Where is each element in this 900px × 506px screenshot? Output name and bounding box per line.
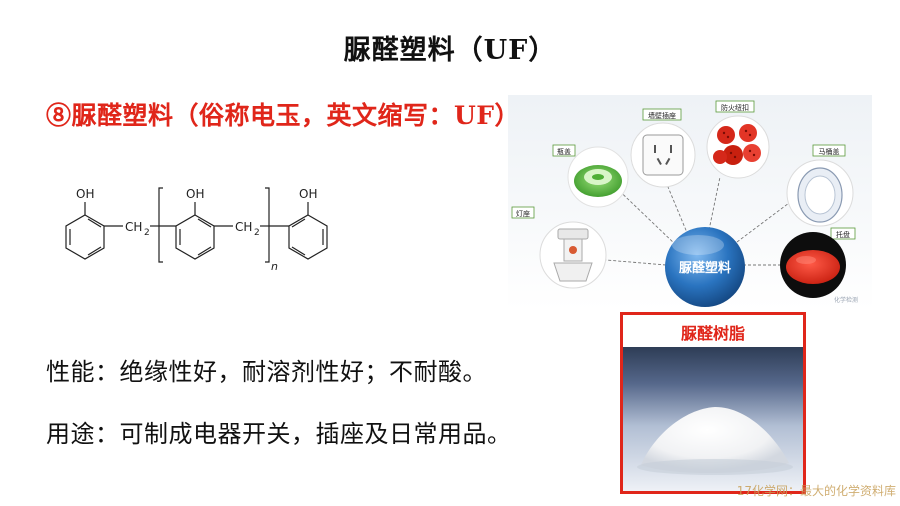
ch2-sub-2: 2 — [254, 228, 260, 238]
tray-label: 托盘 — [836, 230, 850, 239]
wall-socket-label: 墙壁插座 — [648, 111, 676, 120]
page-title: 脲醛塑料（UF） — [343, 35, 557, 66]
oh-label-3: OH — [299, 187, 317, 201]
toilet-lid-item: 马桶盖 — [786, 144, 854, 227]
tray-item: 托盘 — [780, 227, 856, 298]
bottle-cap-label: 瓶盖 — [557, 147, 571, 156]
oh-label-2: OH — [186, 187, 204, 201]
center-node: 脲醛塑料 — [665, 227, 745, 307]
uses-text: 用途：可制成电器开关，插座及日常用品。 — [46, 420, 512, 448]
ch2-label-1: CH — [125, 220, 142, 234]
ch2-label-2: CH — [235, 220, 252, 234]
buttons-label: 防火纽扣 — [721, 103, 749, 112]
buttons-item: 防火纽扣 — [706, 100, 770, 179]
lamp-holder-item: 灯座 — [511, 206, 607, 289]
properties-text: 性能：绝缘性好，耐溶剂性好；不耐酸。 — [46, 358, 487, 386]
bottle-cap-item: 瓶盖 — [552, 144, 629, 208]
ch2-sub-1: 2 — [144, 228, 150, 238]
repeat-n: n — [271, 260, 278, 273]
resin-photo — [623, 347, 803, 491]
oh-label-1: OH — [76, 187, 94, 201]
subtitle: ⑧脲醛塑料（俗称电玉，英文缩写：UF） — [46, 101, 521, 130]
corner-mark: 化学检测 — [834, 296, 858, 304]
structural-formula: OH OH OH CH 2 CH 2 n — [55, 170, 365, 280]
watermark: 17化学网：最大的化学资料库 — [736, 484, 896, 498]
resin-panel: 脲醛树脂 — [620, 312, 806, 494]
wall-socket-item: 墙壁插座 — [630, 108, 696, 188]
toilet-lid-label: 马桶盖 — [819, 147, 840, 156]
resin-powder-pile — [641, 407, 789, 474]
resin-label: 脲醛树脂 — [680, 324, 745, 343]
center-label: 脲醛塑料 — [679, 260, 731, 276]
applications-diagram: 脲醛塑料 瓶盖 墙壁插座 防火纽扣 — [508, 95, 872, 310]
lamp-holder-label: 灯座 — [516, 209, 530, 218]
